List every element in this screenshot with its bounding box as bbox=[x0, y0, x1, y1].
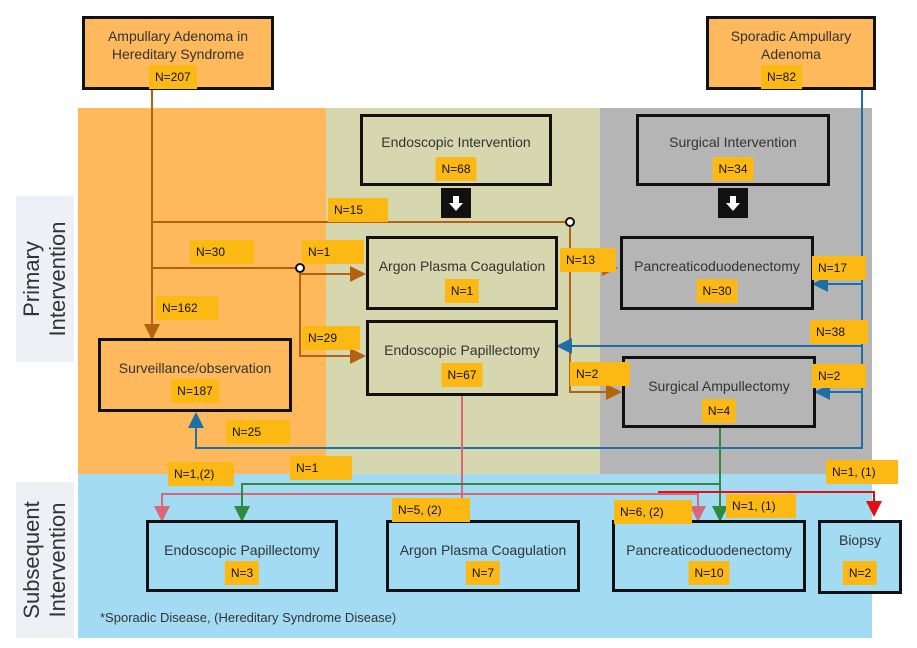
subsequent-pd-label: Pancreaticoduodenectomy bbox=[626, 542, 792, 558]
row-label-primary: Primary Intervention bbox=[16, 196, 74, 362]
primary-apc-label: Argon Plasma Coagulation bbox=[378, 258, 546, 274]
footnote: *Sporadic Disease, (Hereditary Syndrome … bbox=[100, 610, 397, 625]
subsequent-apc-count: N=7 bbox=[465, 561, 501, 585]
flow-label-n2-right: N=2 bbox=[812, 364, 866, 388]
primary-sa-label: Surgical Ampullectomy bbox=[648, 378, 790, 394]
endoscopic-intervention-label: Endoscopic Intervention bbox=[381, 134, 531, 150]
source-sporadic-label: Sporadic Ampullary Adenoma bbox=[730, 28, 852, 62]
surveillance: Surveillance/observation N=187 bbox=[98, 338, 292, 412]
source-hereditary-count: N=207 bbox=[149, 65, 197, 89]
flow-label-n38: N=38 bbox=[810, 320, 868, 344]
primary-apc: Argon Plasma Coagulation N=1 bbox=[366, 236, 558, 310]
row-label-subsequent: Subsequent Intervention bbox=[16, 482, 74, 638]
surgical-intervention-label: Surgical Intervention bbox=[669, 134, 797, 150]
flow-label-n1-2: N=1,(2) bbox=[168, 462, 234, 486]
subsequent-ep: Endoscopic Papillectomy N=3 bbox=[146, 520, 338, 592]
source-hereditary: Ampullary Adenoma in Hereditary Syndrome… bbox=[82, 16, 274, 90]
flow-label-n1-green: N=1 bbox=[290, 456, 352, 480]
source-sporadic: Sporadic Ampullary Adenoma N=82 bbox=[706, 16, 876, 90]
flow-label-n13: N=13 bbox=[560, 248, 616, 272]
subsequent-ep-label: Endoscopic Papillectomy bbox=[164, 542, 320, 558]
flow-label-n25: N=25 bbox=[226, 420, 290, 444]
down-arrow-endoscopic-icon bbox=[441, 188, 471, 218]
source-sporadic-count: N=82 bbox=[761, 65, 803, 89]
flow-to-biopsy bbox=[658, 491, 882, 517]
primary-ep-count: N=67 bbox=[441, 363, 483, 387]
primary-apc-count: N=1 bbox=[444, 279, 480, 303]
subsequent-biopsy-count: N=2 bbox=[842, 561, 878, 585]
flow-ep-to-sub-ep bbox=[154, 493, 462, 522]
flow-hereditary-sa bbox=[569, 268, 622, 400]
primary-sa: Surgical Ampullectomy N=4 bbox=[622, 356, 816, 428]
junction-right bbox=[565, 217, 575, 227]
subsequent-pd-count: N=10 bbox=[688, 561, 730, 585]
endoscopic-intervention: Endoscopic Intervention N=68 bbox=[360, 114, 552, 186]
flow-label-n15: N=15 bbox=[328, 198, 388, 222]
primary-pd-label: Pancreaticoduodenectomy bbox=[634, 258, 800, 274]
junction-left bbox=[295, 263, 305, 273]
flow-label-n1-1-pd: N=1, (1) bbox=[726, 494, 796, 518]
surgical-intervention-count: N=34 bbox=[712, 157, 754, 181]
flow-ep-to-sub-pd bbox=[462, 493, 706, 522]
subsequent-apc-label: Argon Plasma Coagulation bbox=[399, 542, 567, 558]
flow-sa-to-sub-ep bbox=[234, 483, 720, 522]
subsequent-biopsy-label: Biopsy bbox=[838, 532, 882, 548]
flow-hereditary-ep bbox=[299, 268, 366, 364]
subsequent-apc: Argon Plasma Coagulation N=7 bbox=[386, 520, 580, 592]
source-hereditary-label: Ampullary Adenoma in Hereditary Syndrome bbox=[107, 28, 249, 62]
primary-pd: Pancreaticoduodenectomy N=30 bbox=[620, 236, 814, 310]
primary-ep: Endoscopic Papillectomy N=67 bbox=[366, 320, 558, 396]
subsequent-ep-count: N=3 bbox=[224, 561, 260, 585]
flow-label-n17: N=17 bbox=[812, 256, 866, 280]
flow-label-n30: N=30 bbox=[190, 240, 254, 264]
flow-label-n5-2: N=5, (2) bbox=[392, 498, 470, 522]
surgical-intervention: Surgical Intervention N=34 bbox=[636, 114, 830, 186]
subsequent-pd: Pancreaticoduodenectomy N=10 bbox=[612, 520, 806, 592]
primary-pd-count: N=30 bbox=[696, 279, 738, 303]
flow-label-n2-sa: N=2 bbox=[570, 362, 630, 386]
flow-label-n1-1-red: N=1, (1) bbox=[826, 460, 898, 484]
flow-label-n29: N=29 bbox=[302, 326, 360, 350]
subsequent-biopsy: Biopsy N=2 bbox=[818, 520, 902, 594]
down-arrow-surgical-icon bbox=[718, 188, 748, 218]
surveillance-label: Surveillance/observation bbox=[118, 360, 272, 376]
primary-ep-label: Endoscopic Papillectomy bbox=[384, 342, 540, 358]
flow-label-n162: N=162 bbox=[156, 296, 218, 320]
surveillance-count: N=187 bbox=[171, 379, 219, 403]
flow-label-n1-apc: N=1 bbox=[302, 240, 364, 264]
primary-sa-count: N=4 bbox=[701, 399, 737, 423]
endoscopic-intervention-count: N=68 bbox=[435, 157, 477, 181]
flow-label-n6-2: N=6, (2) bbox=[614, 500, 692, 524]
